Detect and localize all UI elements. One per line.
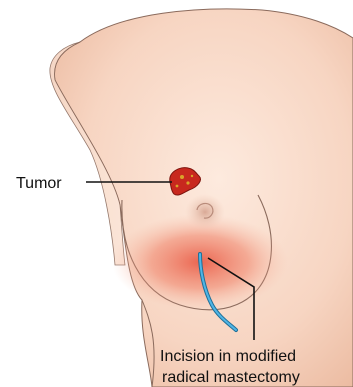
tumor-spot — [180, 175, 184, 179]
areola — [185, 194, 225, 230]
incision-label-line1: Incision in modified — [160, 348, 296, 365]
tumor-spot — [191, 175, 193, 177]
tumor-spot — [176, 185, 179, 188]
tumor-label: Tumor — [16, 175, 62, 192]
tumor-spot — [186, 181, 189, 184]
incision-label-line2: radical mastectomy — [162, 369, 300, 386]
